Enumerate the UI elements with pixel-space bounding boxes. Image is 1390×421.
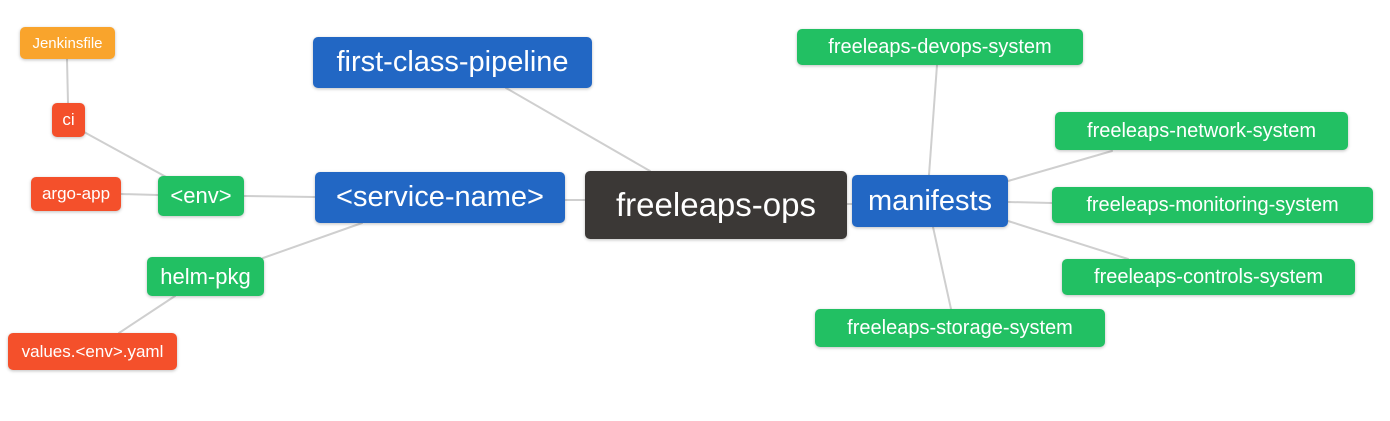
node-freeleaps-storage-system[interactable]: freeleaps-storage-system: [815, 309, 1105, 347]
node-first-class-pipeline[interactable]: first-class-pipeline: [313, 37, 592, 88]
edge-manifests-freeleaps-storage-system: [932, 226, 952, 310]
edge-argo-app-env: [120, 193, 159, 196]
edge-first-class-pipeline-freeleaps-ops: [505, 87, 651, 172]
edge-env-service-name: [243, 195, 316, 198]
node-jenkinsfile[interactable]: Jenkinsfile: [20, 27, 115, 59]
node-freeleaps-monitoring-system[interactable]: freeleaps-monitoring-system: [1052, 187, 1373, 223]
node-ci[interactable]: ci: [52, 103, 85, 137]
edge-ci-env: [83, 131, 169, 179]
edge-manifests-freeleaps-monitoring-system: [1007, 201, 1053, 204]
node-values-env-yaml[interactable]: values.<env>.yaml: [8, 333, 177, 370]
edge-manifests-freeleaps-devops-system: [928, 64, 938, 176]
edge-helm-pkg-values-env-yaml: [118, 295, 176, 334]
node-argo-app[interactable]: argo-app: [31, 177, 121, 211]
node-helm-pkg[interactable]: helm-pkg: [147, 257, 264, 296]
node-freeleaps-devops-system[interactable]: freeleaps-devops-system: [797, 29, 1083, 65]
node-manifests[interactable]: manifests: [852, 175, 1008, 227]
edge-jenkinsfile-ci: [66, 58, 69, 104]
node-freeleaps-ops[interactable]: freeleaps-ops: [585, 171, 847, 239]
edge-manifests-freeleaps-network-system: [1007, 150, 1113, 182]
edge-service-name-helm-pkg: [262, 222, 363, 259]
node-service-name[interactable]: <service-name>: [315, 172, 565, 223]
node-env[interactable]: <env>: [158, 176, 244, 216]
node-freeleaps-controls-system[interactable]: freeleaps-controls-system: [1062, 259, 1355, 295]
edge-manifests-freeleaps-controls-system: [1007, 220, 1129, 260]
node-freeleaps-network-system[interactable]: freeleaps-network-system: [1055, 112, 1348, 150]
